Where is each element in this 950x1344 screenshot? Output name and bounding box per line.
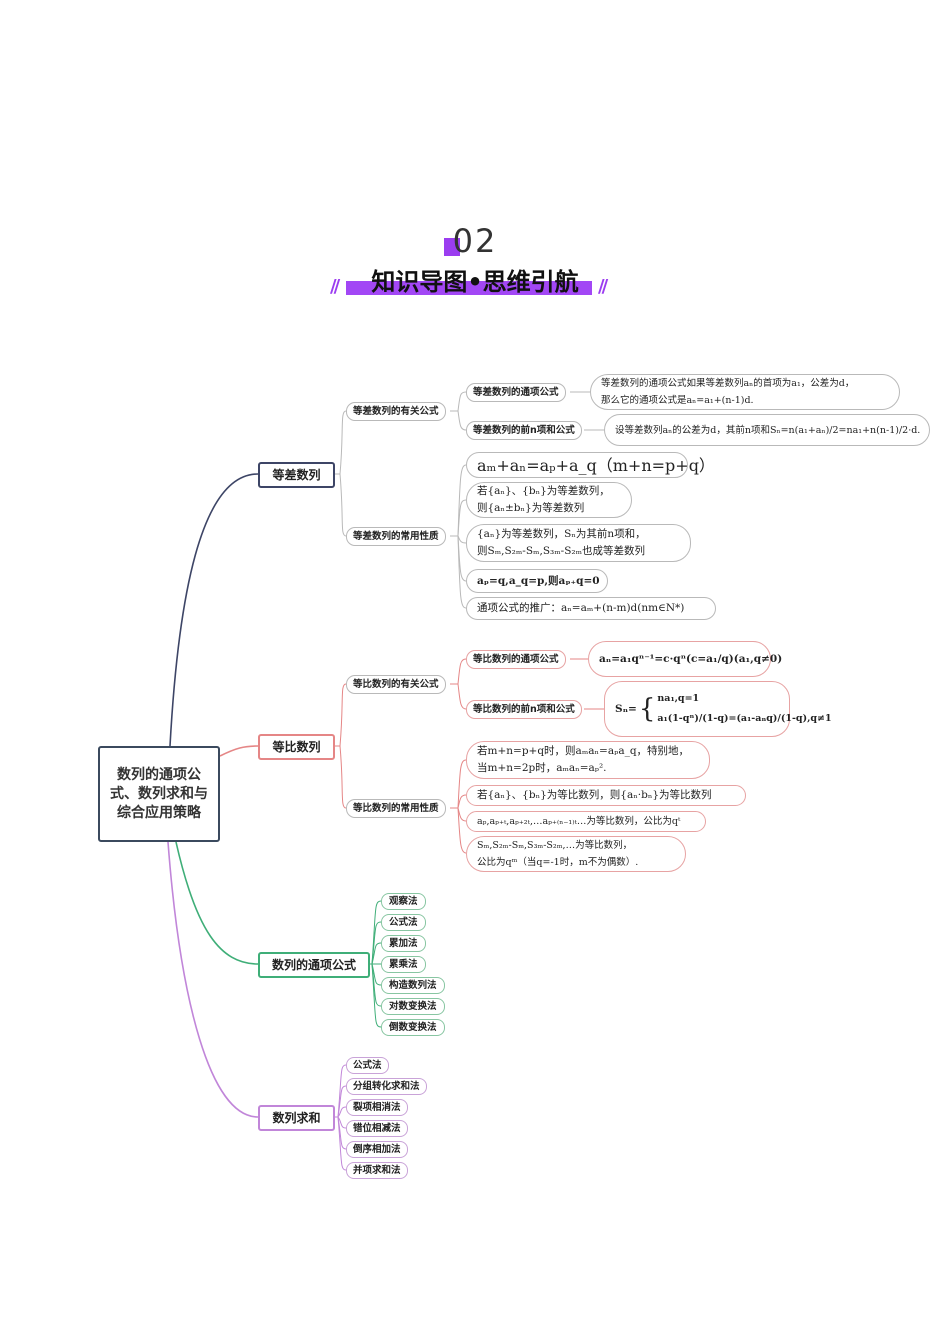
geo-property-group[interactable]: 等比数列的常用性质 xyxy=(346,799,446,818)
arith-property-group[interactable]: 等差数列的常用性质 xyxy=(346,527,446,546)
sum-method-formula[interactable]: 公式法 xyxy=(346,1057,389,1074)
general-method-formula[interactable]: 公式法 xyxy=(381,914,426,931)
geo-sum-formula: Sₙ= { na₁,q=1 a₁(1-qⁿ)/(1-q)=(a₁-aₙq)/(1… xyxy=(604,681,832,737)
arith-property-segment-sums: {aₙ}为等差数列，Sₙ为其前n项和， 则Sₘ,S₂ₘ-Sₘ,S₃ₘ-S₂ₘ也成… xyxy=(466,524,691,562)
geo-property-subsequence: aₚ,aₚ₊ₜ,aₚ₊₂ₜ,…aₚ₊₍ₙ₋₁₎ₜ…为等比数列，公比为qᵗ xyxy=(466,811,706,832)
arith-property-subscript-sum-text: aₘ+aₙ=aₚ+a_q（m+n=p+q） xyxy=(477,455,715,475)
arith-property-subscript-sum: aₘ+aₙ=aₚ+a_q（m+n=p+q） xyxy=(466,452,715,478)
branch-geometric[interactable]: 等比数列 xyxy=(258,734,335,760)
arith-property-combination: 若{aₙ}、{bₙ}为等差数列， 则{aₙ±bₙ}为等差数列 xyxy=(466,482,632,518)
geo-sum-case-2: a₁(1-qⁿ)/(1-q)=(a₁-aₙq)/(1-q),q≠1 xyxy=(657,713,832,724)
general-method-construct[interactable]: 构造数列法 xyxy=(381,977,445,994)
arith-sum-label[interactable]: 等差数列的前n项和公式 xyxy=(466,421,582,440)
geo-sum-label[interactable]: 等比数列的前n项和公式 xyxy=(466,700,582,719)
right-slash-decoration: // xyxy=(598,276,608,297)
arith-formula-group[interactable]: 等差数列的有关公式 xyxy=(346,402,446,421)
geo-sum-prefix: Sₙ= xyxy=(615,702,637,715)
arith-general-term-formula: 等差数列的通项公式如果等差数列aₙ的首项为a₁，公差为d， 那么它的通项公式是a… xyxy=(590,374,900,410)
root-topic[interactable]: 数列的通项公式、数列求和与综合应用策略 xyxy=(98,746,220,842)
sum-method-pairing[interactable]: 并项求和法 xyxy=(346,1162,408,1179)
geo-property-index-product-line-1: 若m+n=p+q时，则aₘaₙ=aₚa_q，特别地， xyxy=(477,745,690,757)
geo-property-segment-sums: Sₘ,S₂ₘ-Sₘ,S₃ₘ-S₂ₘ,…为等比数列， 公比为qᵐ（当q=-1时，m… xyxy=(466,836,686,872)
arith-property-combination-line-1: 若{aₙ}、{bₙ}为等差数列， xyxy=(477,485,610,497)
general-method-logarithm[interactable]: 对数变换法 xyxy=(381,998,445,1015)
left-slash-decoration: // xyxy=(330,276,340,297)
geo-property-index-product-line-2: 当m+n=2p时，aₘaₙ=aₚ². xyxy=(477,762,607,774)
general-method-cumulative-product[interactable]: 累乘法 xyxy=(381,956,426,973)
arith-property-generalized-term: 通项公式的推广：aₙ=aₘ+(n-m)d(nm∈N*) xyxy=(466,597,716,620)
arith-general-term-label[interactable]: 等差数列的通项公式 xyxy=(466,383,566,402)
branch-summation[interactable]: 数列求和 xyxy=(258,1105,335,1131)
geo-general-term-formula: aₙ=a₁qⁿ⁻¹=c·qⁿ(c=a₁/q)(a₁,q≠0) xyxy=(588,641,782,677)
arith-property-segment-sums-line-1: {aₙ}为等差数列，Sₙ为其前n项和， xyxy=(477,528,646,540)
title-highlight-bar xyxy=(346,281,592,295)
geo-formula-group[interactable]: 等比数列的有关公式 xyxy=(346,675,446,694)
number-accent-block xyxy=(444,238,460,256)
geo-sum-case-1: na₁,q=1 xyxy=(657,693,700,704)
general-method-cumulative-sum[interactable]: 累加法 xyxy=(381,935,426,952)
geo-property-segment-sums-line-1: Sₘ,S₂ₘ-Sₘ,S₃ₘ-S₂ₘ,…为等比数列， xyxy=(477,840,633,851)
geo-sum-cases: na₁,q=1 a₁(1-qⁿ)/(1-q)=(a₁-aₙq)/(1-q),q≠… xyxy=(657,689,831,729)
arith-property-segment-sums-line-2: 则Sₘ,S₂ₘ-Sₘ,S₃ₘ-S₂ₘ也成等差数列 xyxy=(477,545,646,557)
geo-property-product-sequence: 若{aₙ}、{bₙ}为等比数列，则{aₙ·bₙ}为等比数列 xyxy=(466,785,746,806)
sum-method-shift-subtract[interactable]: 错位相减法 xyxy=(346,1120,408,1137)
geo-sum-brace: { xyxy=(638,693,656,724)
general-method-reciprocal[interactable]: 倒数变换法 xyxy=(381,1019,445,1036)
geo-property-segment-sums-line-2: 公比为qᵐ（当q=-1时，m不为偶数）. xyxy=(477,857,639,868)
section-number: 02 xyxy=(452,222,498,260)
arith-sum-formula: 设等差数列aₙ的公差为d，其前n项和Sₙ=n(a₁+aₙ)/2=na₁+n(n-… xyxy=(604,414,930,446)
sum-method-grouping[interactable]: 分组转化求和法 xyxy=(346,1078,427,1095)
arith-general-term-line-1: 等差数列的通项公式如果等差数列aₙ的首项为a₁，公差为d， xyxy=(601,378,855,389)
arith-general-term-line-2: 那么它的通项公式是aₙ=a₁+(n-1)d. xyxy=(601,395,754,406)
section-title: 知识导图•思维引航 xyxy=(371,268,579,296)
branch-arithmetic[interactable]: 等差数列 xyxy=(258,462,335,488)
general-method-observe[interactable]: 观察法 xyxy=(381,893,426,910)
geo-property-index-product: 若m+n=p+q时，则aₘaₙ=aₚa_q，特别地， 当m+n=2p时，aₘaₙ… xyxy=(466,741,710,779)
arith-property-combination-line-2: 则{aₙ±bₙ}为等差数列 xyxy=(477,502,585,514)
sum-method-telescoping[interactable]: 裂项相消法 xyxy=(346,1099,408,1116)
branch-general-term[interactable]: 数列的通项公式 xyxy=(258,952,370,978)
sum-method-reverse-add[interactable]: 倒序相加法 xyxy=(346,1141,408,1158)
geo-general-term-label[interactable]: 等比数列的通项公式 xyxy=(466,650,566,669)
arith-property-swap: aₚ=q,a_q=p,则aₚ₊q=0 xyxy=(466,569,608,593)
